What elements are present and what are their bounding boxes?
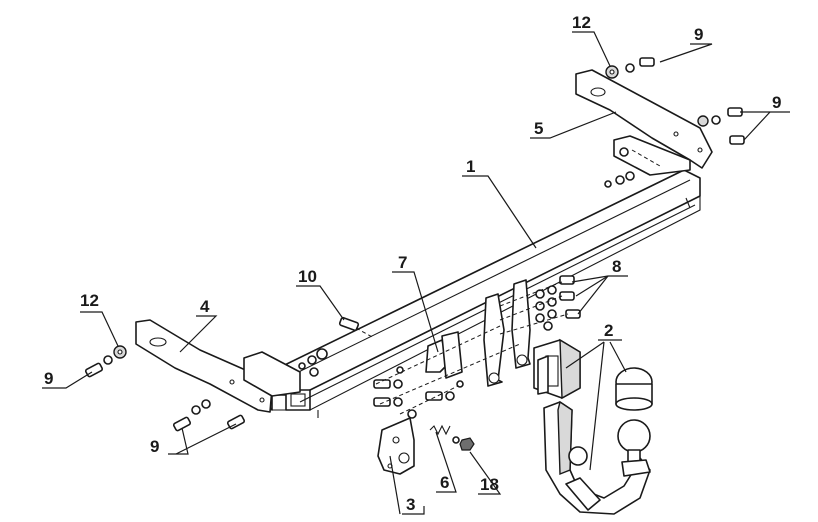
label-part-12-left: 12: [80, 291, 99, 310]
left-bracket-part-4: [135, 319, 301, 413]
label-part-7: 7: [398, 253, 407, 272]
label-part-3: 3: [406, 495, 415, 514]
label-part-6: 6: [440, 473, 449, 492]
label-part-18: 18: [480, 475, 499, 494]
crossbar-part-1: [257, 169, 701, 418]
ball-cap: [615, 367, 653, 411]
label-part-9-left: 9: [44, 369, 53, 388]
label-part-2: 2: [604, 321, 613, 340]
socket-plate-part-3: [377, 417, 415, 475]
label-part-4: 4: [200, 297, 210, 316]
bolts-center: [373, 325, 521, 415]
ball-neck: [543, 400, 651, 515]
right-bracket-part-5: [575, 69, 713, 176]
washers-left-mount: [298, 348, 328, 377]
label-part-9-right: 9: [772, 93, 781, 112]
part-labels: 1 2 3 4 5 6 7 8 9 9 9 9 10 12 12 18: [44, 13, 781, 514]
label-part-9-top: 9: [694, 25, 703, 44]
hardware-small-parts: [407, 409, 475, 451]
label-part-12-top: 12: [572, 13, 591, 32]
label-part-10: 10: [298, 267, 317, 286]
top-right-fasteners: [605, 57, 745, 145]
socket-housing: [533, 338, 581, 400]
mounting-plates: [425, 279, 531, 387]
bolt-part-10: [338, 316, 375, 339]
label-part-5: 5: [534, 119, 543, 138]
label-part-1: 1: [466, 157, 475, 176]
leader-lines: [42, 31, 790, 515]
washers-right-mount: [604, 147, 661, 188]
label-part-8: 8: [612, 257, 621, 276]
bolt-group-part-8: [499, 275, 581, 335]
label-part-9-bottom: 9: [150, 437, 159, 456]
left-fasteners: [84, 345, 246, 432]
